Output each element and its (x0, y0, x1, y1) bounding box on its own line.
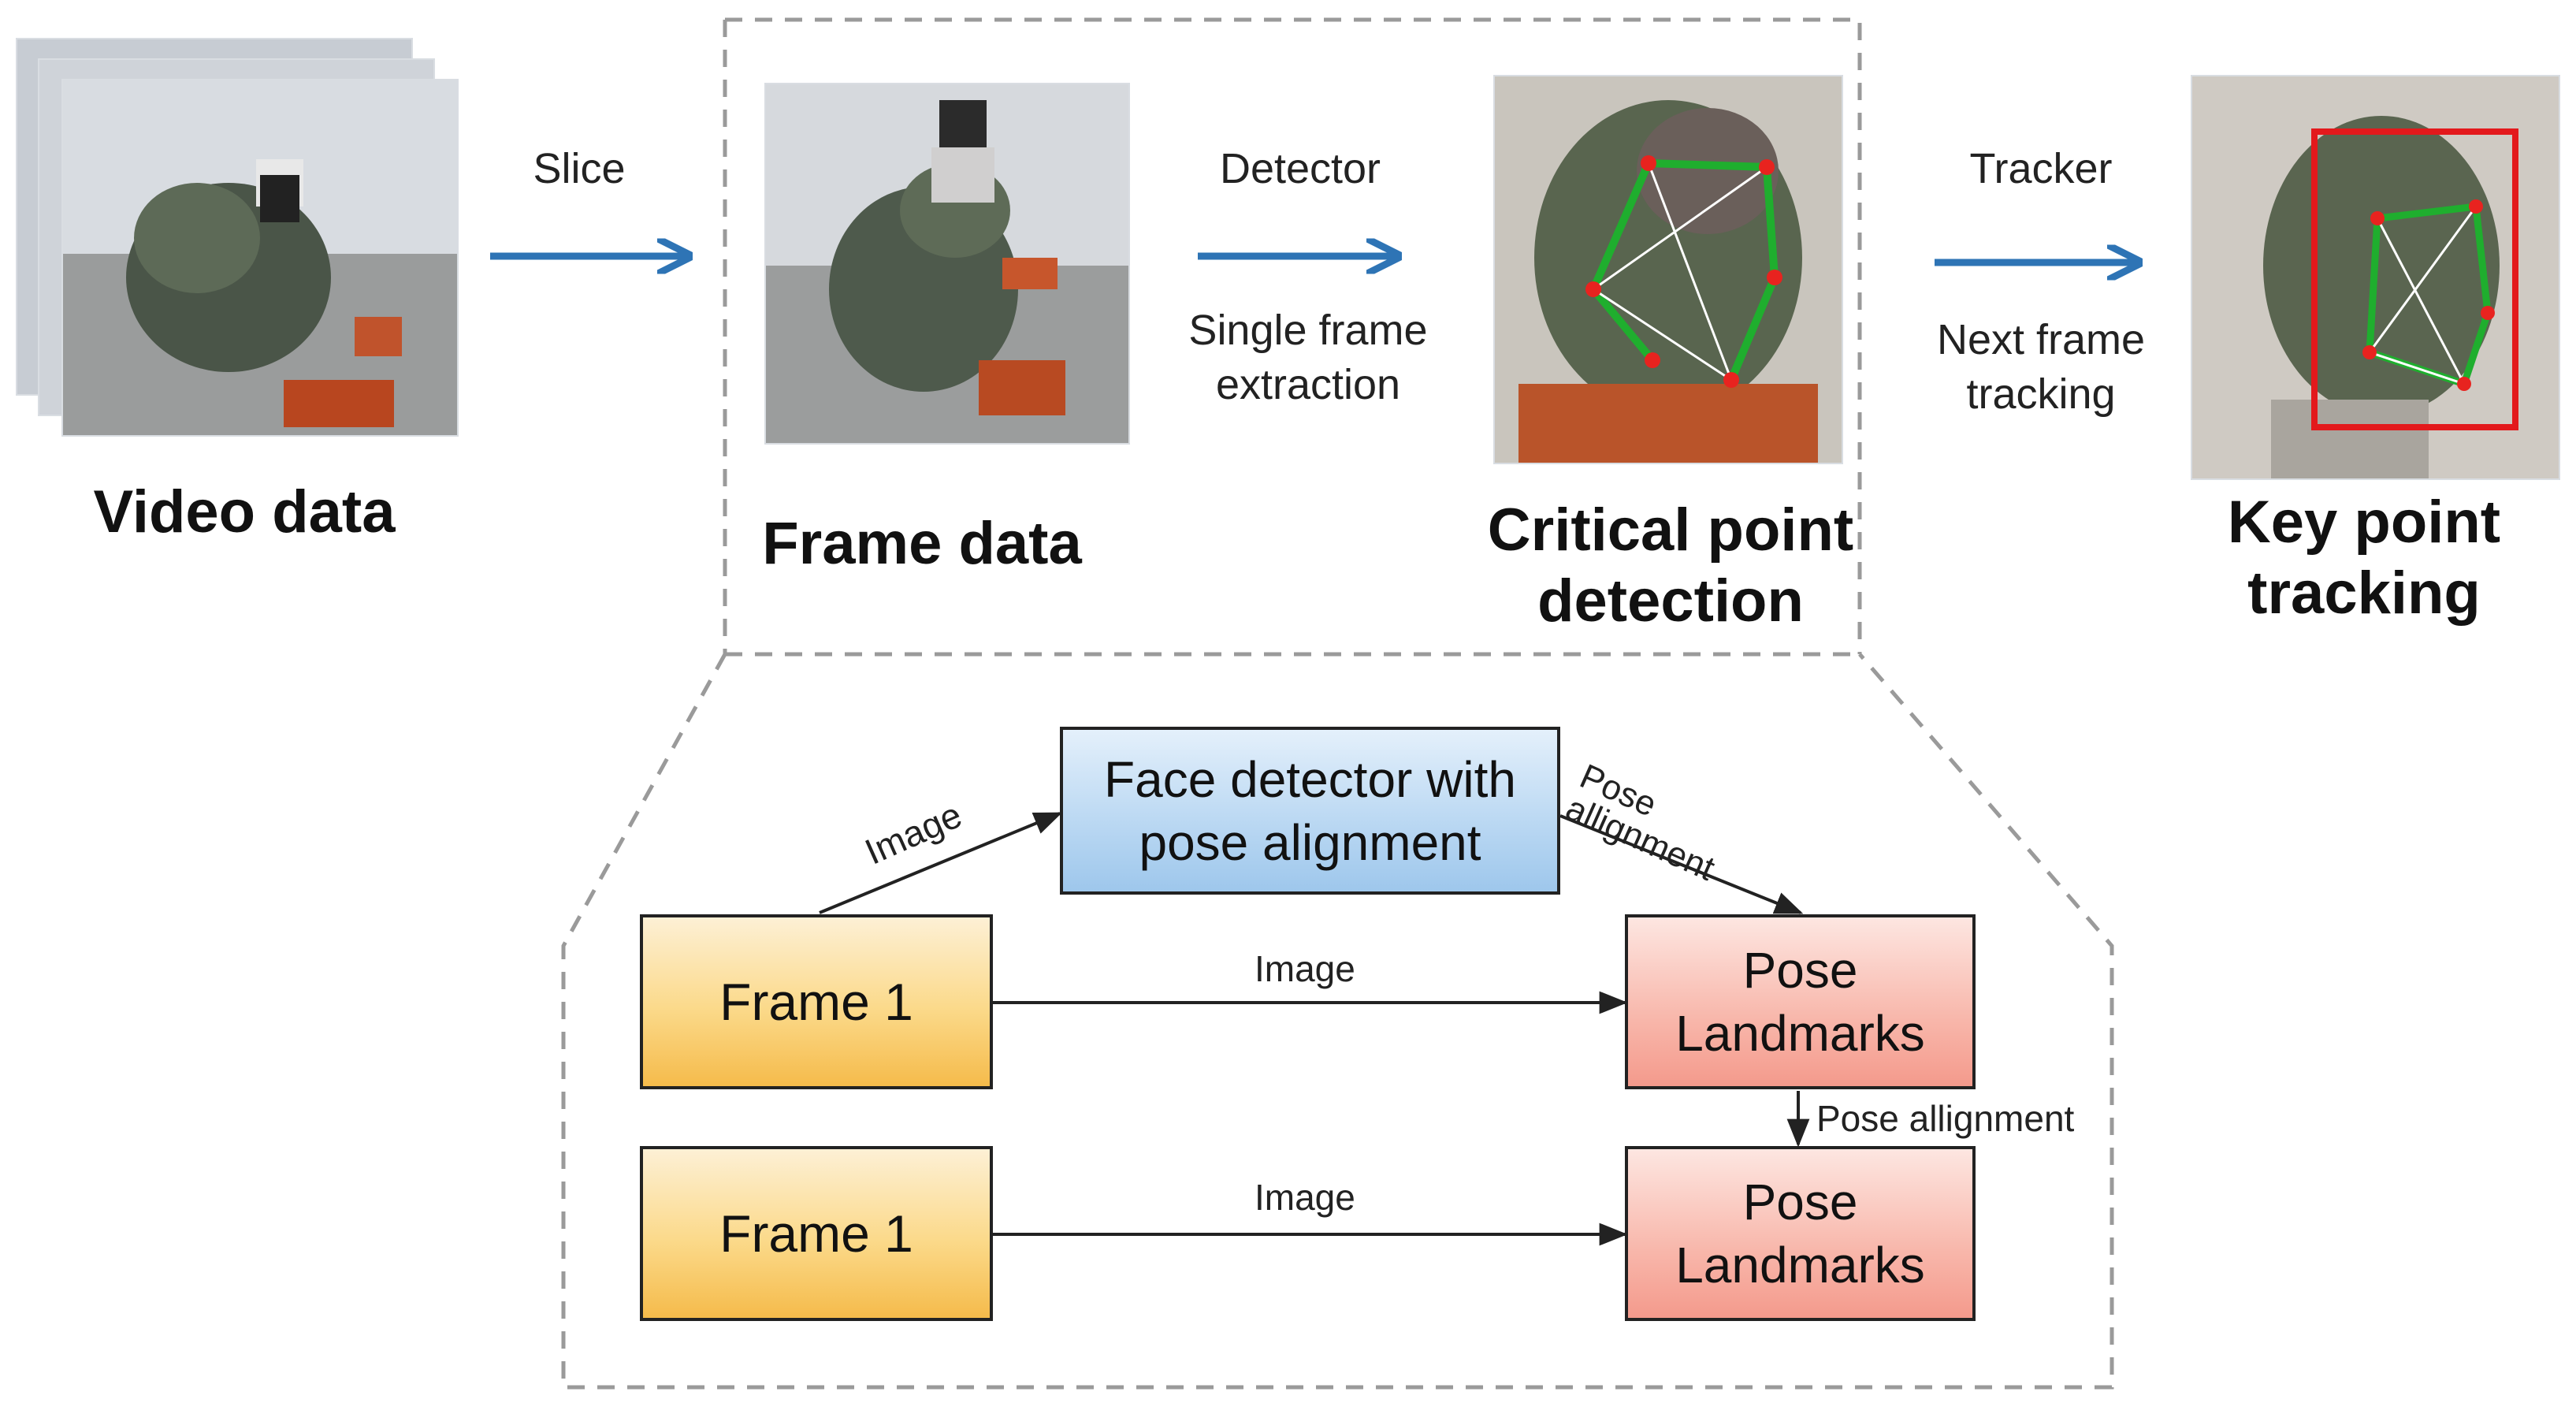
single-frame-extraction-label: Single frame extraction (1188, 307, 1428, 409)
slice-label: Slice (533, 145, 626, 192)
frame-1-box-top: Frame 1 (640, 914, 993, 1089)
critical-point-detection-title: Critical point detection (1487, 497, 1854, 635)
stage-dashed-border (723, 17, 1862, 654)
key-point-tracking-title: Key point tracking (2227, 489, 2501, 627)
face-detector-box: Face detector with pose alignment (1060, 727, 1560, 895)
edge-label-image-row1: Image (1255, 948, 1355, 989)
edge-label-pose-alignment-down: Pose allignment (1816, 1098, 2075, 1139)
video-data-title: Video data (93, 478, 396, 545)
detector-label: Detector (1219, 145, 1381, 192)
video-frame-image (61, 79, 459, 437)
pose-landmarks-box-top: Pose Landmarks (1625, 914, 1976, 1089)
pose-landmarks-box-bottom: Pose Landmarks (1625, 1146, 1976, 1321)
critical-point-image (1493, 75, 1843, 464)
zoom-dashed-connector (561, 653, 2114, 1390)
edge-label-image-row2: Image (1255, 1177, 1355, 1218)
next-frame-tracking-label: Next frame tracking (1936, 316, 2146, 419)
tracker-label: Tracker (1969, 145, 2113, 192)
edge-face-to-pose (1559, 814, 1804, 914)
edge-frame-to-face (819, 812, 1063, 914)
frame-data-title: Frame data (762, 510, 1082, 577)
key-point-tracking-image (2191, 75, 2560, 480)
frame-data-image (764, 83, 1130, 445)
frame-1-box-bottom: Frame 1 (640, 1146, 993, 1321)
